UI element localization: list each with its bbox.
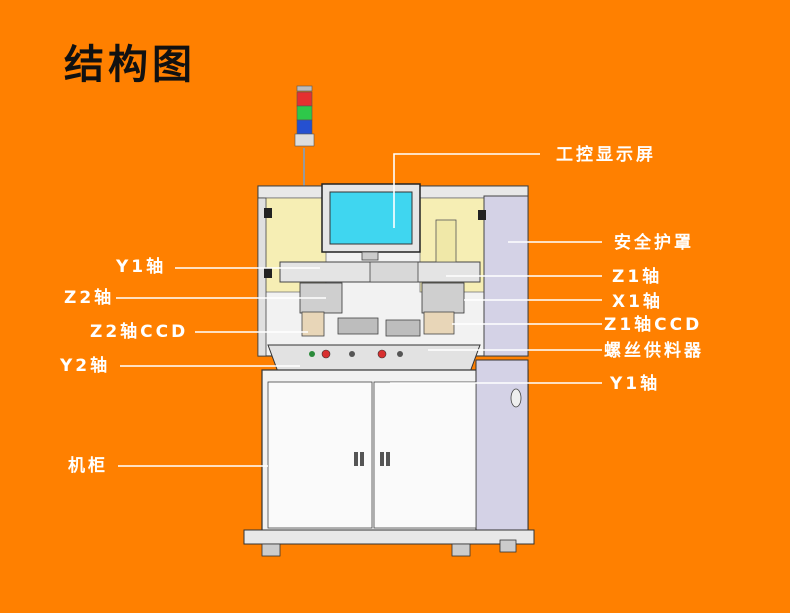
cabinet — [243, 359, 535, 557]
worktable — [267, 344, 481, 373]
label-y1-axis-right: Y1轴 — [610, 374, 661, 394]
touch-screen — [321, 183, 421, 261]
label-z2-ccd: Z2轴CCD — [90, 322, 189, 342]
label-z1-ccd: Z1轴CCD — [604, 315, 703, 335]
label-safety-cover: 安全护罩 — [614, 233, 694, 253]
label-screw-feeder: 螺丝供料器 — [604, 341, 704, 361]
label-z2-axis: Z2轴 — [64, 288, 115, 308]
label-cabinet: 机柜 — [68, 456, 108, 476]
label-z1-axis: Z1轴 — [612, 267, 663, 287]
label-touch-screen: 工控显示屏 — [556, 145, 656, 165]
diagram-title: 结构图 — [64, 42, 196, 88]
leader-touch-screen — [393, 153, 540, 228]
label-x1-axis: X1轴 — [612, 292, 663, 312]
signal-tower-icon — [294, 85, 315, 186]
label-y2-axis: Y2轴 — [60, 356, 111, 376]
label-y1-axis-left: Y1轴 — [116, 257, 167, 277]
